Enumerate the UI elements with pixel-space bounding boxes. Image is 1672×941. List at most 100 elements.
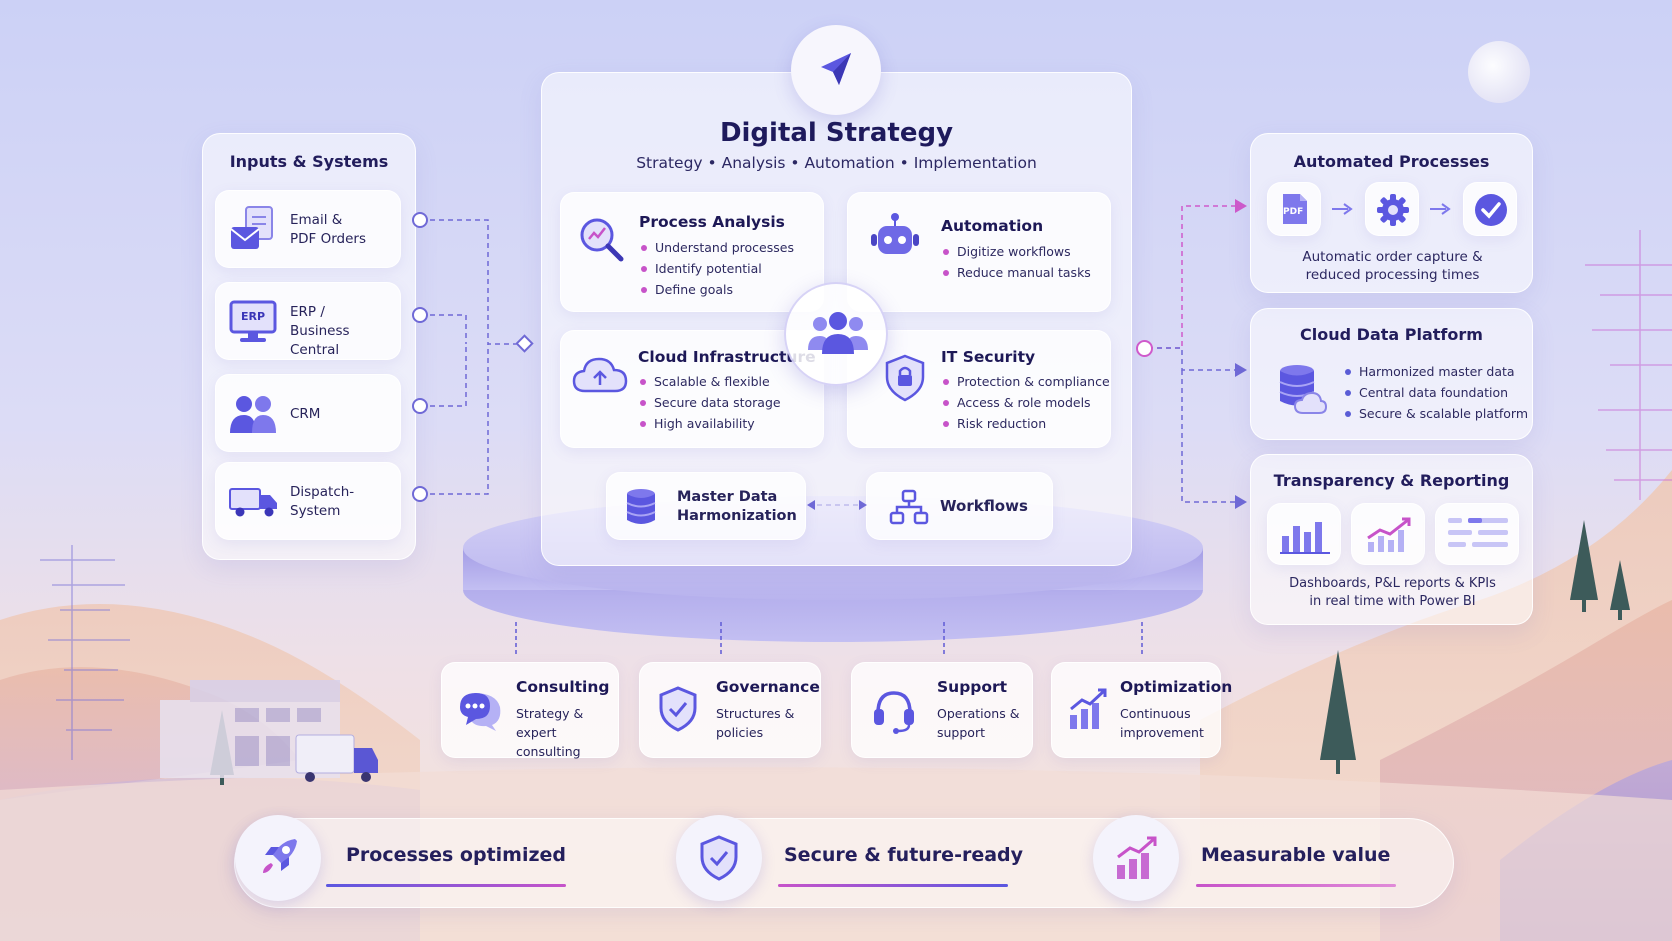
service-title: Optimization <box>1120 678 1233 696</box>
arrow-right-icon <box>1430 203 1451 215</box>
input-label: CRM <box>290 406 321 422</box>
paper-plane-icon <box>821 53 851 85</box>
database-cloud-icon <box>1279 365 1327 414</box>
service-optimization[interactable]: Optimization Continuous improvement <box>1051 662 1232 758</box>
bullet-item: Access & role models <box>941 392 1110 413</box>
input-label: Email & PDF Orders <box>290 212 366 247</box>
input-erp[interactable]: ERP ERP / Business Central <box>215 282 401 360</box>
connector-node <box>412 212 428 228</box>
master-data-label: Master Data Harmonization <box>677 489 797 524</box>
workflow-hierarchy-icon <box>889 489 929 525</box>
bullet-item: Understand processes <box>639 237 794 258</box>
bidirectional-arrow <box>807 500 867 510</box>
input-label: Dispatch- System <box>290 484 355 519</box>
bullet-item: Digitize workflows <box>941 241 1091 262</box>
chat-bubbles-icon <box>460 693 501 731</box>
service-title: Governance <box>716 678 820 696</box>
outcome-underline <box>778 884 1008 887</box>
outcome-underline <box>1196 884 1396 887</box>
database-icon <box>626 489 656 524</box>
outcome-label: Secure & future-ready <box>784 844 1024 866</box>
input-email-pdf[interactable]: Email & PDF Orders <box>215 190 401 268</box>
arrow-right-icon <box>1332 203 1353 215</box>
outcome-label: Measurable value <box>1201 844 1391 866</box>
module-cloud-infrastructure[interactable]: Cloud Infrastructure Scalable & flexible… <box>560 330 824 448</box>
bullet-item: Secure & scalable platform <box>1343 403 1528 424</box>
cloud-title: Cloud Data Platform <box>1300 325 1483 344</box>
workflows-card[interactable]: Workflows <box>866 472 1053 540</box>
outcome-badge-chart <box>1093 815 1179 901</box>
input-crm[interactable]: CRM <box>215 374 401 452</box>
module-bullets: Digitize workflows Reduce manual tasks <box>941 241 1091 283</box>
team-hub <box>784 282 888 386</box>
bullet-item: Secure data storage <box>638 392 781 413</box>
bullet-item: Identify potential <box>639 258 794 279</box>
check-step <box>1463 182 1517 236</box>
service-support[interactable]: Support Operations & support <box>851 662 1033 758</box>
service-title: Support <box>937 678 1008 696</box>
bullet-item: Central data foundation <box>1343 382 1528 403</box>
report-trend-chart <box>1351 503 1425 565</box>
automated-caption: Automatic order capture & reduced proces… <box>1302 249 1483 283</box>
truck-icon <box>229 488 277 517</box>
reporting-title: Transparency & Reporting <box>1273 471 1510 490</box>
module-bullets: Understand processes Identify potential … <box>639 237 794 300</box>
table-report-icon <box>1448 518 1508 547</box>
module-title: Process Analysis <box>639 213 785 231</box>
report-table <box>1435 503 1519 565</box>
connector-node <box>1136 340 1153 357</box>
bullet-item: Protection & compliance <box>941 371 1110 392</box>
bullet-item: Define goals <box>639 279 794 300</box>
bullet-item: Scalable & flexible <box>638 371 781 392</box>
team-icon <box>808 312 868 354</box>
connector-node <box>412 307 428 323</box>
shield-check-icon <box>659 686 697 732</box>
reporting-caption: Dashboards, P&L reports & KPIs in real t… <box>1289 576 1496 609</box>
module-title: Automation <box>941 217 1044 235</box>
workflows-label: Workflows <box>940 497 1028 515</box>
outcome-badge-rocket <box>235 815 321 901</box>
report-bar-chart <box>1267 503 1341 565</box>
pdf-badge: PDF <box>1283 207 1304 217</box>
reporting-panel[interactable]: Transparency & Reporting Dashboards, P&L… <box>1250 454 1533 625</box>
headset-icon <box>874 691 914 734</box>
bullet-item: High availability <box>638 413 781 434</box>
automated-processes-panel[interactable]: Automated Processes PDF Automatic order … <box>1250 133 1533 293</box>
module-process-analysis[interactable]: Process Analysis Understand processes Id… <box>560 192 824 312</box>
inputs-title: Inputs & Systems <box>229 152 389 171</box>
connector-node <box>412 486 428 502</box>
bullet-item: Risk reduction <box>941 413 1110 434</box>
service-governance[interactable]: Governance Structures & policies <box>639 662 821 758</box>
shield-check-icon <box>700 835 738 881</box>
bullet-item: Reduce manual tasks <box>941 262 1091 283</box>
users-icon <box>230 396 276 433</box>
input-dispatch[interactable]: Dispatch- System <box>215 462 401 540</box>
automated-title: Automated Processes <box>1293 152 1490 171</box>
outcome-badge-shield <box>676 815 762 901</box>
connector-node <box>412 398 428 414</box>
outcome-label: Processes optimized <box>346 844 567 866</box>
module-automation[interactable]: Automation Digitize workflows Reduce man… <box>847 192 1111 312</box>
service-desc: Continuous improvement <box>1120 706 1204 740</box>
page-subtitle: Strategy • Analysis • Automation • Imple… <box>636 154 1037 172</box>
gear-icon <box>1377 194 1409 226</box>
shield-lock-icon <box>885 354 925 402</box>
module-bullets: Scalable & flexible Secure data storage … <box>638 371 781 434</box>
check-circle-icon <box>1475 194 1507 226</box>
master-data-card[interactable]: Master Data Harmonization <box>606 472 806 540</box>
page-title: Digital Strategy <box>719 118 954 148</box>
magnifier-chart-icon <box>580 218 624 262</box>
service-consulting[interactable]: Consulting Strategy & expert consulting <box>441 662 619 759</box>
growth-chart-icon <box>1117 836 1157 879</box>
service-desc: Operations & support <box>937 706 1020 740</box>
module-title: IT Security <box>941 348 1036 366</box>
strategy-badge <box>791 25 881 115</box>
bar-chart-icon <box>1280 522 1330 554</box>
module-it-security[interactable]: IT Security Protection & compliance Acce… <box>847 330 1111 448</box>
email-pdf-icon <box>230 206 273 249</box>
module-bullets: Protection & compliance Access & role mo… <box>941 371 1110 434</box>
outcomes-bar <box>234 818 1454 908</box>
cloud-data-platform-panel[interactable]: Cloud Data Platform Harmonized master da… <box>1250 308 1533 440</box>
gear-step <box>1365 182 1419 236</box>
module-title: Cloud Infrastructure <box>638 348 816 366</box>
